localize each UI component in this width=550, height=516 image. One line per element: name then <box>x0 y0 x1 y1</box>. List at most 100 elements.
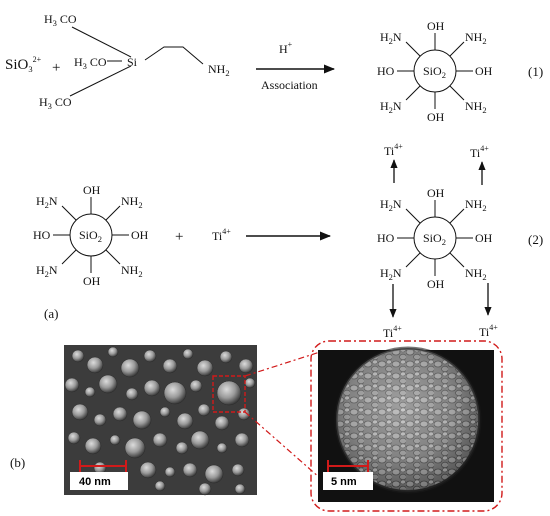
amine-group: NH2 <box>121 194 143 210</box>
plus-sign: + <box>175 229 183 245</box>
functional-bond <box>449 208 465 224</box>
microsphere <box>84 437 102 455</box>
amine-group: H2N <box>380 266 402 282</box>
zoom-connector <box>244 351 321 377</box>
amine-group: H2N <box>380 197 402 213</box>
hydroxyl-group: OH <box>427 110 445 124</box>
silica-core-label: SiO2 <box>79 228 102 244</box>
microsphere <box>143 379 161 397</box>
microsphere <box>154 480 166 492</box>
hydroxyl-group: OH <box>475 231 493 245</box>
zoom-connector <box>244 411 321 479</box>
microsphere <box>109 434 121 446</box>
hydroxyl-group: HO <box>377 231 395 245</box>
microsphere <box>125 387 139 401</box>
bound-titanium-ion: Ti4+ <box>383 324 402 340</box>
functional-bond <box>105 249 121 265</box>
microsphere <box>204 464 224 484</box>
reaction-arrow-1: H+ Association <box>256 40 336 92</box>
reaction-1: SiO32+ + H3 CO H3 CO H3 CO Si NH2 H+ Ass… <box>5 12 543 124</box>
microsphere <box>71 349 85 363</box>
microsphere <box>244 377 256 389</box>
sphere-edge <box>334 346 482 494</box>
surface-grain-texture <box>338 350 478 490</box>
zoom-region-box <box>212 375 246 413</box>
amine-group: NH2 <box>465 266 487 282</box>
hydroxyl-group: OH <box>83 274 101 288</box>
microsphere <box>175 441 189 455</box>
bound-titanium-ion: Ti4+ <box>384 142 403 158</box>
microsphere <box>112 406 128 422</box>
microsphere <box>216 380 242 406</box>
hydroxyl-group: OH <box>475 64 493 78</box>
sem-image-low-magnification: 40 nm <box>64 345 257 496</box>
plus-sign: + <box>52 60 60 76</box>
hydroxyl-group: OH <box>83 183 101 197</box>
microsphere <box>159 406 171 418</box>
scale-bar-text: 40 nm <box>79 476 111 488</box>
hydroxyl-group: OH <box>427 19 445 33</box>
microsphere <box>214 415 230 431</box>
equation-number-1: (1) <box>528 64 543 79</box>
panel-a-label: (a) <box>44 306 58 321</box>
bond-line <box>71 26 132 58</box>
hydroxyl-group: HO <box>33 228 51 242</box>
bond-line <box>69 65 132 97</box>
microsphere <box>98 374 118 394</box>
amine-group: NH2 <box>465 197 487 213</box>
functional-bond <box>61 205 77 221</box>
microsphere <box>139 461 157 479</box>
microsphere <box>107 346 119 358</box>
functional-bond <box>61 249 77 265</box>
functional-bond <box>105 205 121 221</box>
microsphere <box>198 482 212 496</box>
silica-core-label: SiO2 <box>423 231 446 247</box>
methoxy-group-middle: H3 CO <box>74 55 107 71</box>
functional-bond <box>449 41 465 57</box>
functional-bond <box>449 252 465 268</box>
microsphere <box>219 350 233 364</box>
bound-titanium-ion: Ti4+ <box>479 323 498 339</box>
equation-number-2: (2) <box>528 232 543 247</box>
hydroxyl-group: HO <box>377 64 395 78</box>
amine-group: H2N <box>380 30 402 46</box>
amine-group: H2N <box>380 99 402 115</box>
microsphere <box>120 358 140 378</box>
panel-b-label: (b) <box>10 455 25 470</box>
association-label: Association <box>261 78 318 92</box>
microsphere <box>132 410 152 430</box>
silica-core-label: SiO2 <box>423 64 446 80</box>
hydroxyl-group: OH <box>427 277 445 291</box>
zoom-frame <box>310 340 503 512</box>
silicon-atom-label: Si <box>127 55 138 69</box>
microsphere <box>164 466 176 478</box>
functional-bond <box>405 85 421 101</box>
panel-b: (b) 40 nm 5 nm <box>10 340 503 512</box>
microsphere <box>176 412 194 430</box>
microsphere <box>237 407 251 421</box>
microsphere <box>231 463 245 477</box>
microsphere <box>93 413 107 427</box>
microsphere <box>124 437 146 459</box>
scale-bar-text: 5 nm <box>331 476 357 488</box>
functional-bond <box>405 252 421 268</box>
functional-bond <box>405 41 421 57</box>
amine-group: NH2 <box>465 99 487 115</box>
propyl-chain <box>144 46 204 65</box>
microsphere <box>238 358 254 374</box>
microsphere <box>234 432 250 448</box>
hydroxyl-group: OH <box>427 186 445 200</box>
microsphere <box>182 462 198 478</box>
microsphere <box>71 403 89 421</box>
microsphere <box>67 431 81 445</box>
microsphere <box>182 348 194 360</box>
hydroxyl-group: OH <box>131 228 149 242</box>
microsphere <box>189 379 203 393</box>
aminosilane-molecule: H3 CO H3 CO H3 CO Si NH2 <box>39 12 230 111</box>
amine-group: NH2 <box>121 263 143 279</box>
microsphere <box>84 386 96 398</box>
bound-titanium-ion: Ti4+ <box>470 144 489 160</box>
